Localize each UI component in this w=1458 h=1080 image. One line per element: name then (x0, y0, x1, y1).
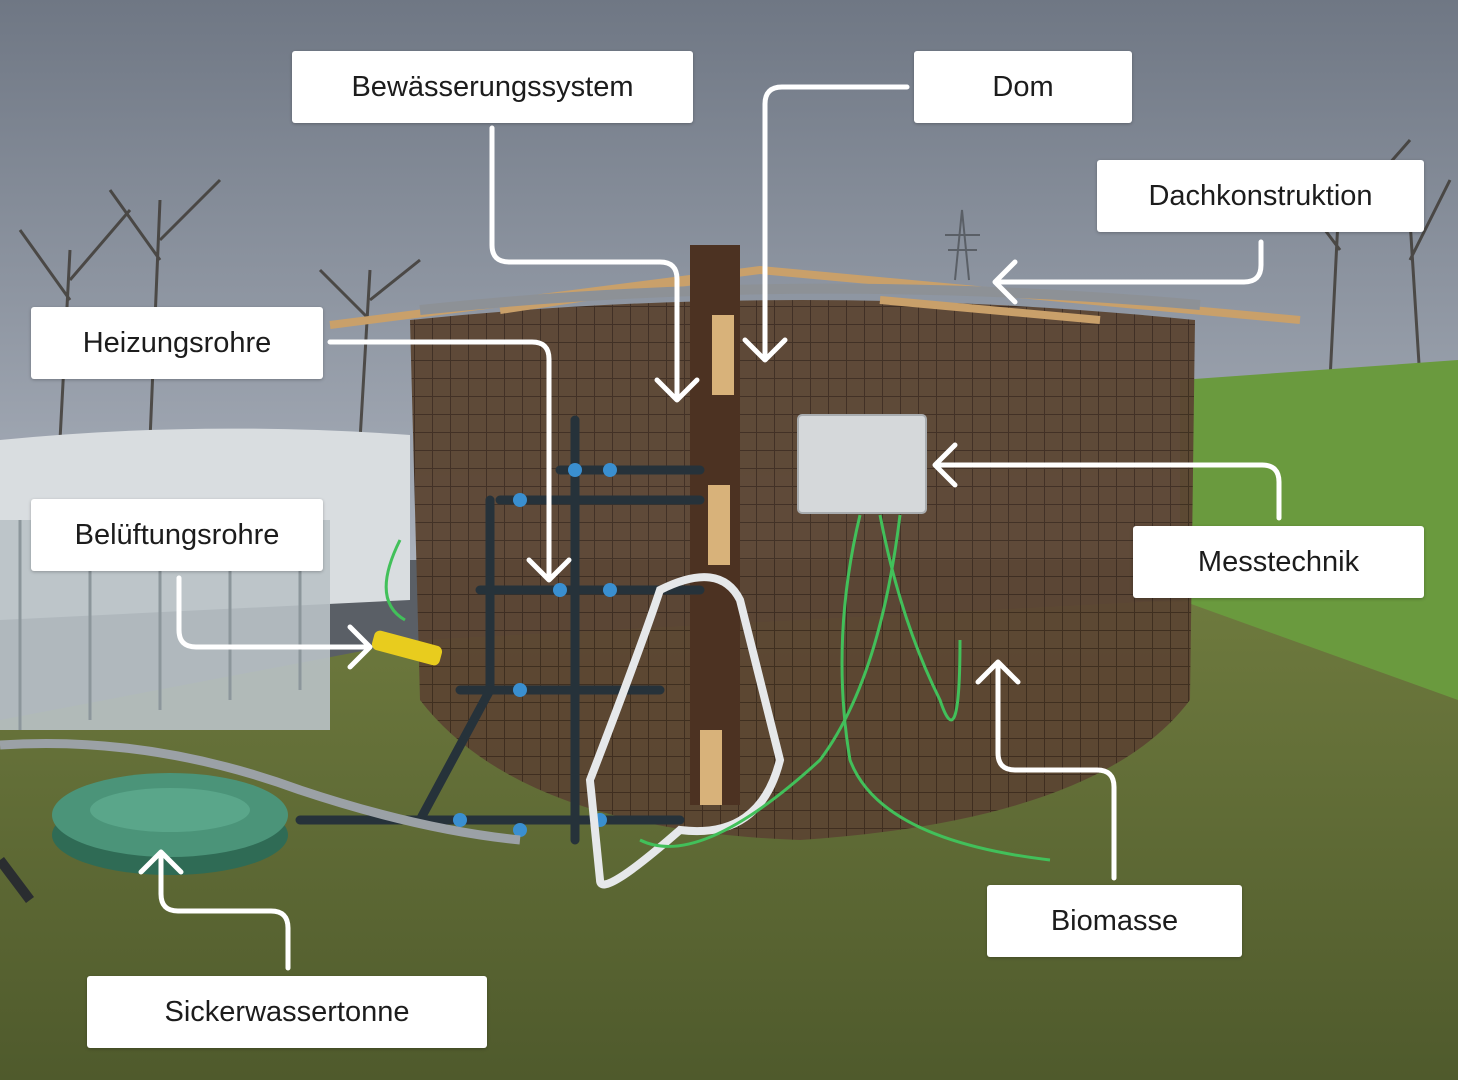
label-roof-construction: Dachkonstruktion (1097, 160, 1424, 232)
label-measurement-technology: Messtechnik (1133, 526, 1424, 598)
yellow-pipe (371, 630, 443, 666)
leachate-barrel (52, 773, 288, 875)
power-pylon (945, 209, 980, 281)
pipe-manifold (295, 415, 705, 845)
label-leachate-barrel: Sickerwassertonne (87, 976, 487, 1048)
label-heating-pipes: Heizungsrohre (31, 307, 323, 379)
label-irrigation-system: Bewässerungssystem (292, 51, 693, 123)
label-biomass: Biomasse (987, 885, 1242, 957)
label-ventilation-pipes: Belüftungsrohre (31, 499, 323, 571)
label-dome: Dom (914, 51, 1132, 123)
compost-cylinder (410, 300, 1195, 840)
white-hose (585, 573, 785, 889)
measurement-box (797, 414, 927, 514)
